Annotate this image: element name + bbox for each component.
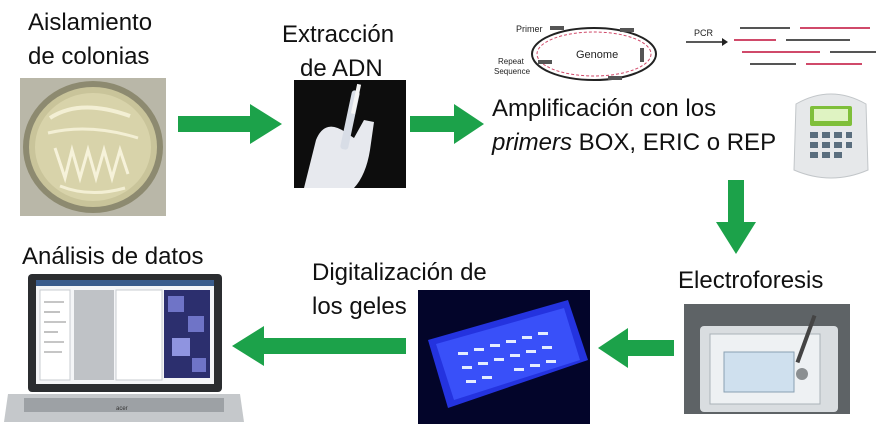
arrow-down-icon <box>716 180 756 254</box>
thermocycler-illustration <box>793 93 869 179</box>
arrow-right-icon <box>178 104 282 144</box>
pcr-arrow-label: PCR <box>694 28 714 38</box>
pcr-sequence-label: Sequence <box>494 67 531 76</box>
arrow-left-icon <box>598 328 674 368</box>
laptop-illustration: acer <box>4 274 244 422</box>
primers-word: primers <box>492 129 573 156</box>
step-digitalizacion-title-1: Digitalización de <box>312 259 487 286</box>
step-extraccion-title-1: Extracción <box>282 21 395 48</box>
uv-gel-illustration <box>418 290 590 424</box>
electrophoresis-photo <box>684 304 850 414</box>
primer-types: BOX, ERIC o REP <box>572 129 777 156</box>
thermocycler-photo <box>788 84 874 186</box>
step-amplificacion-title-1: Amplificación con los <box>492 95 717 122</box>
step-digitalizacion-title-2: los geles <box>312 293 407 320</box>
step-colonias-title-1: Aislamiento <box>28 9 153 36</box>
petri-dish-photo <box>20 78 166 216</box>
step-analisis-title: Análisis de datos <box>22 243 204 270</box>
laptop-brand-text: acer <box>116 406 128 412</box>
pcr-genome-label: Genome <box>576 49 618 61</box>
arrow-left-icon <box>232 326 406 366</box>
gloved-hand-tube-illustration <box>304 83 374 188</box>
gel-image-photo <box>418 290 590 424</box>
gel-box-illustration <box>684 304 850 414</box>
pcr-repeat-label: Repeat <box>498 57 525 66</box>
step-extraccion-title-2: de ADN <box>300 55 383 82</box>
petri-dish-illustration <box>20 78 166 216</box>
step-amplificacion-title-2: primers BOX, ERIC o REP <box>492 128 776 157</box>
pcr-diagram: Primer Repeat Sequence Genome PCR <box>494 24 876 81</box>
arrow-right-icon <box>410 104 484 144</box>
dna-extraction-photo <box>294 80 406 188</box>
laptop-photo: acer <box>4 272 244 430</box>
pcr-primer-label: Primer <box>516 24 543 34</box>
step-colonias-title-2: de colonias <box>28 43 150 70</box>
step-electroforesis-title: Electroforesis <box>678 267 824 294</box>
